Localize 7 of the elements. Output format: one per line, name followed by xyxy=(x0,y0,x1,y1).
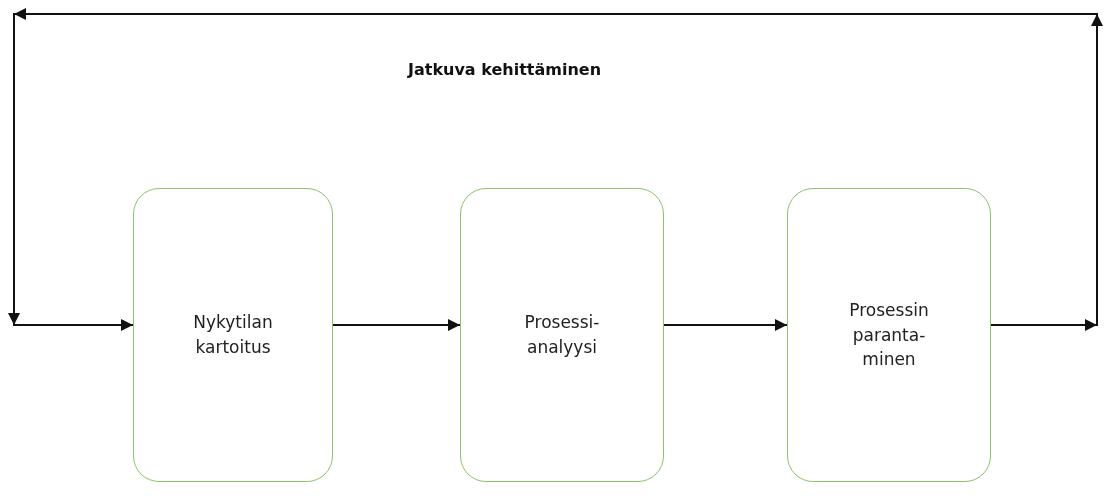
process-box xyxy=(133,188,333,482)
process-box xyxy=(787,188,991,482)
cycle-label: Jatkuva kehittäminen xyxy=(408,60,602,79)
step-label: Prosessi- analyysi xyxy=(523,311,601,359)
step-label: Prosessin paranta- minen xyxy=(849,299,929,372)
process-box xyxy=(460,188,664,482)
step-label: Nykytilan kartoitus xyxy=(193,311,273,359)
